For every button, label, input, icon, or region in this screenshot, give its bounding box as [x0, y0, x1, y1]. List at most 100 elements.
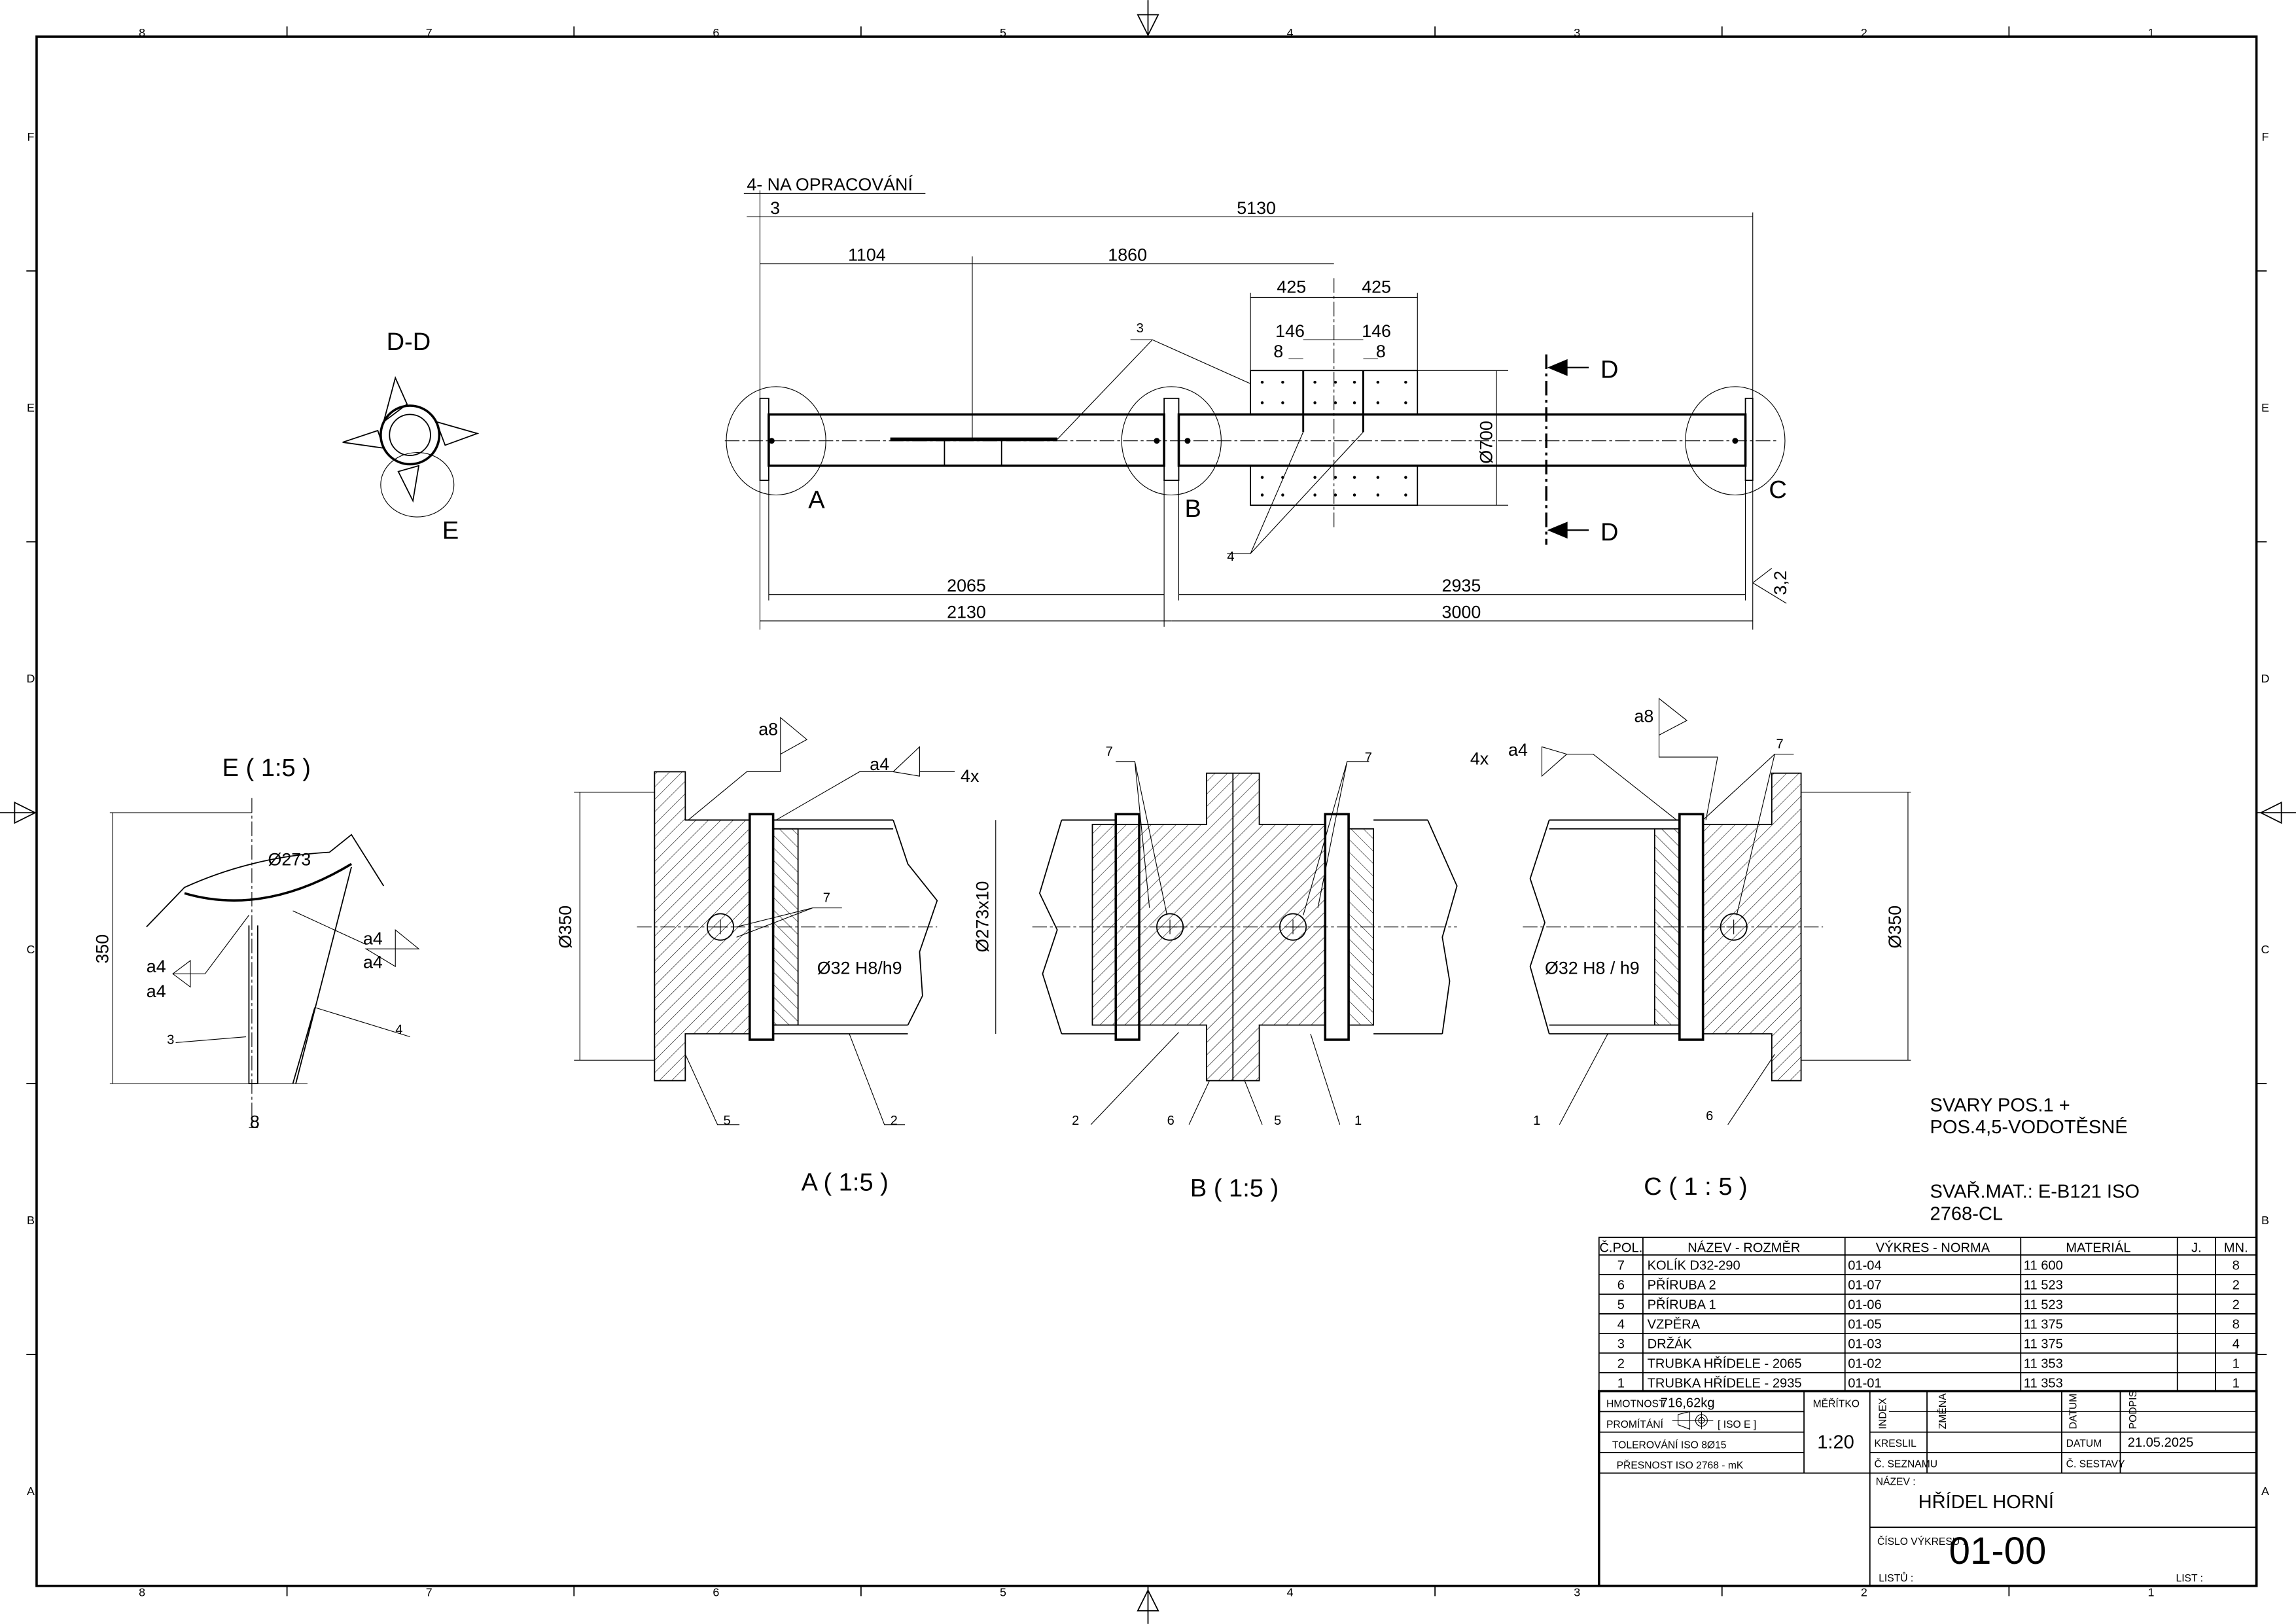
- svg-text:MATERIÁL: MATERIÁL: [2066, 1240, 2130, 1255]
- svg-text:11 353: 11 353: [2024, 1356, 2063, 1371]
- svg-text:2: 2: [1617, 1356, 1625, 1371]
- svg-text:A ( 1:5 ): A ( 1:5 ): [802, 1169, 889, 1196]
- svg-text:425: 425: [1362, 277, 1391, 297]
- svg-text:4- NA OPRACOVÁNÍ: 4- NA OPRACOVÁNÍ: [747, 175, 913, 194]
- svg-text:1: 1: [1617, 1376, 1625, 1390]
- svg-text:SVARY POS.1 +: SVARY POS.1 +: [1930, 1095, 2070, 1116]
- svg-text:2: 2: [2233, 1278, 2240, 1292]
- svg-text:4: 4: [2233, 1337, 2240, 1351]
- svg-text:PODPIS: PODPIS: [2128, 1390, 2139, 1429]
- svg-text:6: 6: [713, 26, 719, 39]
- svg-text:716,62kg: 716,62kg: [1661, 1396, 1715, 1411]
- svg-text:4: 4: [1287, 1585, 1294, 1598]
- detail-e: E ( 1:5 ) Ø273 350 8 a4 a4 a4 a4 3 4: [93, 754, 420, 1131]
- svg-text:a4: a4: [147, 957, 166, 976]
- svg-text:PROMÍTÁNÍ: PROMÍTÁNÍ: [1606, 1418, 1664, 1430]
- svg-text:7: 7: [1365, 750, 1372, 765]
- section-dd: D-D E: [342, 328, 480, 545]
- svg-text:F: F: [27, 130, 35, 143]
- svg-text:6: 6: [713, 1585, 719, 1598]
- svg-text:6: 6: [1706, 1109, 1713, 1123]
- svg-text:Č. SESTAVY: Č. SESTAVY: [2066, 1457, 2125, 1470]
- svg-text:5: 5: [1000, 1585, 1006, 1598]
- svg-text:8: 8: [250, 1112, 260, 1131]
- svg-text:a4: a4: [870, 754, 889, 774]
- svg-text:Ø32 H8/h9: Ø32 H8/h9: [817, 958, 902, 978]
- svg-text:7: 7: [426, 1585, 433, 1598]
- svg-text:7: 7: [426, 26, 433, 39]
- svg-text:01-02: 01-02: [1848, 1356, 1881, 1371]
- svg-text:3: 3: [1574, 1585, 1580, 1598]
- detail-c: a8 a4 4x Ø350 Ø32 H8 / h9 7 1 6 C ( 1 : …: [1470, 697, 1911, 1201]
- svg-text:DATUM: DATUM: [2068, 1394, 2079, 1430]
- svg-text:5: 5: [1274, 1114, 1281, 1128]
- svg-text:J.: J.: [2191, 1241, 2202, 1255]
- svg-text:1: 1: [2233, 1356, 2240, 1371]
- main-view-dimensions: 4- NA OPRACOVÁNÍ 3 5130 1104 1860 425 42…: [747, 175, 1790, 622]
- svg-text:KOLÍK D32-290: KOLÍK D32-290: [1648, 1258, 1740, 1273]
- svg-text:B: B: [27, 1214, 35, 1227]
- svg-text:PŘÍRUBA 1: PŘÍRUBA 1: [1648, 1297, 1716, 1312]
- svg-text:E: E: [442, 518, 459, 545]
- svg-text:SVAŘ.MAT.: E-B121 ISO: SVAŘ.MAT.: E-B121 ISO: [1930, 1181, 2140, 1203]
- svg-text:11 353: 11 353: [2024, 1376, 2063, 1390]
- svg-text:4: 4: [1227, 550, 1234, 564]
- svg-text:TRUBKA HŘÍDELE - 2065: TRUBKA HŘÍDELE - 2065: [1648, 1356, 1802, 1371]
- svg-text:3: 3: [1574, 26, 1580, 39]
- svg-text:MN.: MN.: [2224, 1241, 2248, 1255]
- svg-text:1: 1: [1533, 1114, 1540, 1128]
- svg-text:146: 146: [1362, 321, 1391, 341]
- svg-text:PŘESNOST ISO 2768 - mK: PŘESNOST ISO 2768 - mK: [1617, 1459, 1744, 1472]
- svg-text:HMOTNOST: HMOTNOST: [1606, 1399, 1665, 1410]
- svg-text:Ø273x10: Ø273x10: [973, 881, 993, 953]
- svg-text:8: 8: [1376, 342, 1386, 361]
- svg-text:2065: 2065: [947, 576, 986, 595]
- svg-text:6: 6: [1617, 1278, 1625, 1292]
- svg-text:6: 6: [1167, 1114, 1174, 1128]
- svg-text:Ø350: Ø350: [1885, 906, 1905, 949]
- svg-text:Č. SEZNAMU: Č. SEZNAMU: [1874, 1457, 1937, 1470]
- svg-text:11 375: 11 375: [2024, 1337, 2063, 1351]
- svg-text:5: 5: [1617, 1297, 1625, 1312]
- svg-text:a8: a8: [1634, 706, 1653, 726]
- svg-text:8: 8: [2233, 1317, 2240, 1332]
- svg-text:5130: 5130: [1237, 198, 1276, 218]
- svg-text:a8: a8: [758, 720, 778, 739]
- svg-text:01-04: 01-04: [1848, 1258, 1881, 1273]
- svg-text:VÝKRES - NORMA: VÝKRES - NORMA: [1876, 1240, 1990, 1255]
- svg-text:8: 8: [2233, 1258, 2240, 1273]
- svg-text:NÁZEV :: NÁZEV :: [1876, 1475, 1916, 1487]
- svg-text:ZMĚNA: ZMĚNA: [1936, 1393, 1949, 1429]
- svg-text:PŘÍRUBA 2: PŘÍRUBA 2: [1648, 1277, 1716, 1292]
- svg-text:MĚŘÍTKO: MĚŘÍTKO: [1813, 1398, 1860, 1410]
- svg-text:5: 5: [724, 1114, 731, 1128]
- svg-text:Č.POL.: Č.POL.: [1599, 1240, 1642, 1255]
- svg-text:4x: 4x: [961, 766, 980, 786]
- svg-text:C: C: [27, 943, 35, 956]
- svg-text:Ø700: Ø700: [1476, 421, 1496, 464]
- svg-text:11 523: 11 523: [2024, 1297, 2063, 1312]
- svg-text:8: 8: [139, 1585, 145, 1598]
- svg-text:8: 8: [139, 26, 145, 39]
- svg-text:1104: 1104: [848, 245, 886, 264]
- svg-text:2: 2: [1072, 1114, 1079, 1128]
- svg-text:a4: a4: [147, 981, 166, 1001]
- svg-text:KRESLIL: KRESLIL: [1874, 1438, 1916, 1449]
- detail-marker-b: B: [1184, 495, 1201, 523]
- section-marker-d: D: [1600, 519, 1618, 546]
- parts-list: Č.POL. NÁZEV - ROZMĚR VÝKRES - NORMA MAT…: [1598, 1237, 2257, 1392]
- svg-text:3000: 3000: [1442, 602, 1481, 622]
- svg-text:7: 7: [823, 891, 830, 906]
- svg-text:HŘÍDEL HORNÍ: HŘÍDEL HORNÍ: [1918, 1491, 2055, 1513]
- svg-text:11 600: 11 600: [2024, 1258, 2063, 1273]
- svg-text:3: 3: [770, 198, 780, 218]
- svg-text:3: 3: [167, 1033, 174, 1048]
- svg-text:2: 2: [1861, 26, 1867, 39]
- svg-text:4: 4: [1617, 1317, 1625, 1332]
- svg-text:01-00: 01-00: [1949, 1530, 2047, 1572]
- svg-text:2935: 2935: [1442, 576, 1481, 595]
